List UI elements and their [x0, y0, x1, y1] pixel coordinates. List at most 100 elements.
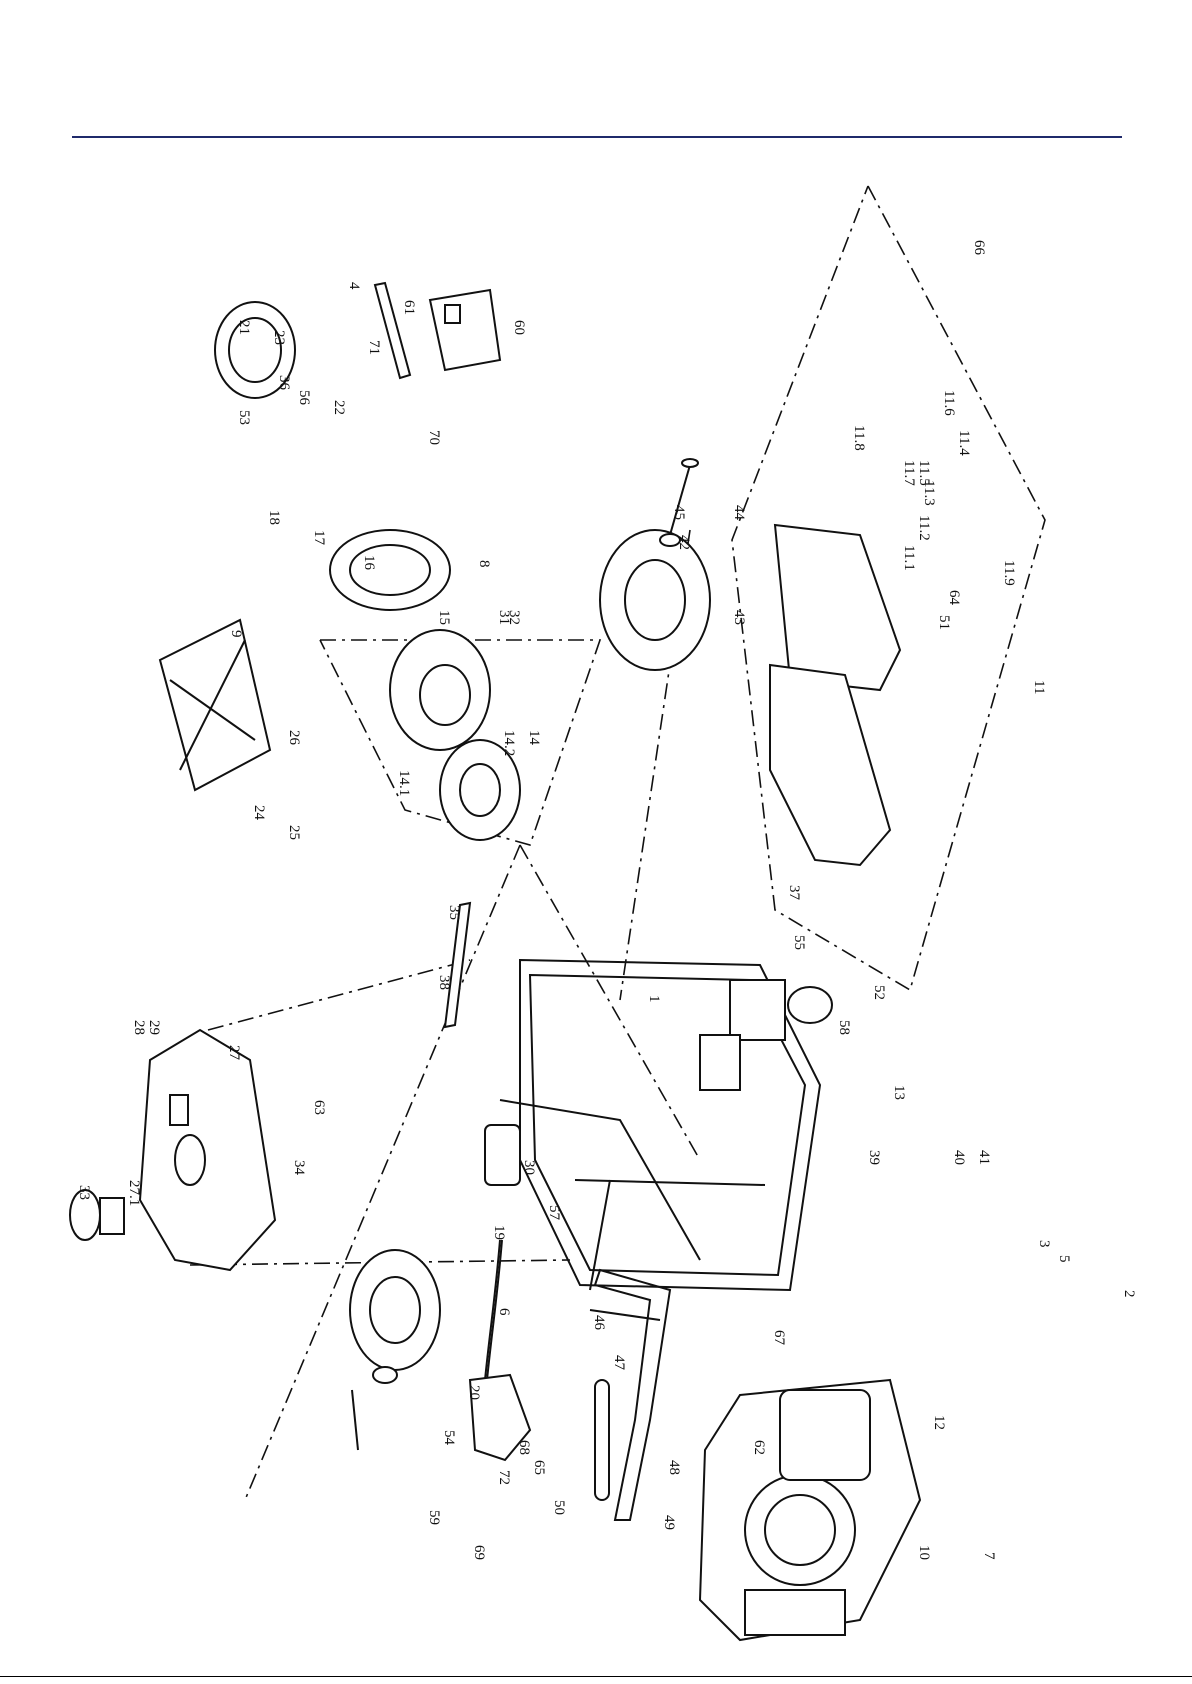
- label-52: 52: [871, 985, 887, 1000]
- regulator: [788, 987, 832, 1023]
- label-57: 57: [546, 1205, 562, 1221]
- label-12: 12: [931, 1415, 947, 1430]
- label-16: 16: [361, 555, 377, 571]
- label-68: 68: [516, 1440, 532, 1455]
- label-58: 58: [836, 1020, 852, 1035]
- label-11-1: 11.1: [901, 545, 917, 571]
- label-27-1: 27.1: [126, 1180, 142, 1206]
- label-39: 39: [866, 1150, 882, 1165]
- label-28: 28: [131, 1020, 147, 1035]
- label-9: 9: [228, 630, 244, 638]
- label-37: 37: [786, 885, 802, 901]
- label-61: 61: [401, 300, 417, 315]
- label-66: 66: [971, 240, 987, 256]
- label-23: 23: [271, 330, 287, 345]
- label-1: 1: [646, 995, 662, 1003]
- label-15: 15: [436, 610, 452, 625]
- label-21: 21: [236, 320, 252, 335]
- label-34: 34: [291, 1160, 307, 1176]
- alternator: [390, 630, 520, 840]
- label-7: 7: [981, 1552, 997, 1560]
- label-18: 18: [266, 510, 282, 525]
- label-50: 50: [551, 1500, 567, 1515]
- label-63: 63: [311, 1100, 327, 1115]
- label-29: 29: [146, 1020, 162, 1035]
- label-11-9: 11.9: [1001, 560, 1017, 586]
- label-47: 47: [611, 1355, 627, 1371]
- label-65: 65: [531, 1460, 547, 1475]
- label-70: 70: [426, 430, 442, 445]
- footer-rule: [0, 1676, 1192, 1677]
- label-72: 72: [496, 1470, 512, 1485]
- label-5: 5: [1056, 1255, 1072, 1263]
- label-17: 17: [311, 530, 327, 546]
- assembly-guide-lines: [190, 186, 1045, 1500]
- engine: [700, 1380, 920, 1640]
- label-33: 33: [76, 1185, 92, 1200]
- label-26: 26: [286, 730, 302, 746]
- label-49: 49: [661, 1515, 677, 1530]
- label-60: 60: [511, 320, 527, 335]
- battery: [430, 290, 500, 370]
- label-48: 48: [666, 1460, 682, 1475]
- control-box: [160, 620, 270, 790]
- label-45: 45: [671, 505, 687, 520]
- label-11-4: 11.4: [956, 430, 972, 456]
- label-14: 14: [526, 730, 542, 746]
- label-42: 42: [676, 535, 692, 550]
- air-intake: [485, 1125, 520, 1185]
- label-35: 35: [446, 905, 462, 920]
- label-40: 40: [951, 1150, 967, 1165]
- label-38: 38: [436, 975, 452, 990]
- label-11-8: 11.8: [851, 425, 867, 451]
- label-14-2: 14.2: [501, 730, 517, 756]
- axle-left: [352, 1367, 397, 1450]
- label-22: 22: [331, 400, 347, 415]
- label-53: 53: [236, 410, 252, 425]
- label-41: 41: [976, 1150, 992, 1165]
- wheel-right: [600, 530, 710, 670]
- label-64: 64: [946, 590, 962, 606]
- label-56: 56: [296, 390, 312, 406]
- label-62: 62: [751, 1440, 767, 1455]
- battery-tray: [770, 525, 900, 865]
- label-24: 24: [251, 805, 267, 821]
- label-27: 27: [226, 1045, 242, 1061]
- label-67: 67: [771, 1330, 787, 1346]
- label-36: 36: [276, 375, 292, 391]
- label-30: 30: [521, 1160, 537, 1175]
- label-2: 2: [1121, 1290, 1137, 1298]
- wheel-left: [350, 1250, 440, 1370]
- frame: [500, 960, 820, 1290]
- handle: [590, 1270, 670, 1520]
- label-6: 6: [496, 1308, 512, 1316]
- label-46: 46: [591, 1315, 607, 1331]
- label-51: 51: [936, 615, 952, 630]
- label-43: 43: [731, 610, 747, 625]
- label-14-1: 14.1: [396, 770, 412, 796]
- label-11-7: 11.7: [901, 460, 917, 486]
- label-11-5: 11.5: [916, 460, 932, 486]
- label-8: 8: [476, 560, 492, 568]
- label-32: 32: [506, 610, 522, 625]
- label-11-2: 11.2: [916, 515, 932, 541]
- label-44: 44: [731, 505, 747, 521]
- label-10: 10: [916, 1545, 932, 1560]
- label-4: 4: [346, 282, 362, 290]
- label-13: 13: [891, 1085, 907, 1100]
- label-69: 69: [471, 1545, 487, 1560]
- label-20: 20: [466, 1385, 482, 1400]
- alternator-housing: [330, 530, 450, 610]
- label-11-6: 11.6: [941, 390, 957, 416]
- part-number-labels: 1 2 3 4 5 6 7 8 9 10 11 11.1 11.2 11.3 1…: [76, 240, 1137, 1560]
- label-3: 3: [1036, 1240, 1052, 1248]
- fuel-tank: [140, 1030, 275, 1270]
- label-25: 25: [286, 825, 302, 840]
- label-11: 11: [1031, 680, 1047, 694]
- label-59: 59: [426, 1510, 442, 1525]
- label-54: 54: [441, 1430, 457, 1446]
- label-55: 55: [791, 935, 807, 950]
- label-19: 19: [491, 1225, 507, 1240]
- label-71: 71: [366, 340, 382, 355]
